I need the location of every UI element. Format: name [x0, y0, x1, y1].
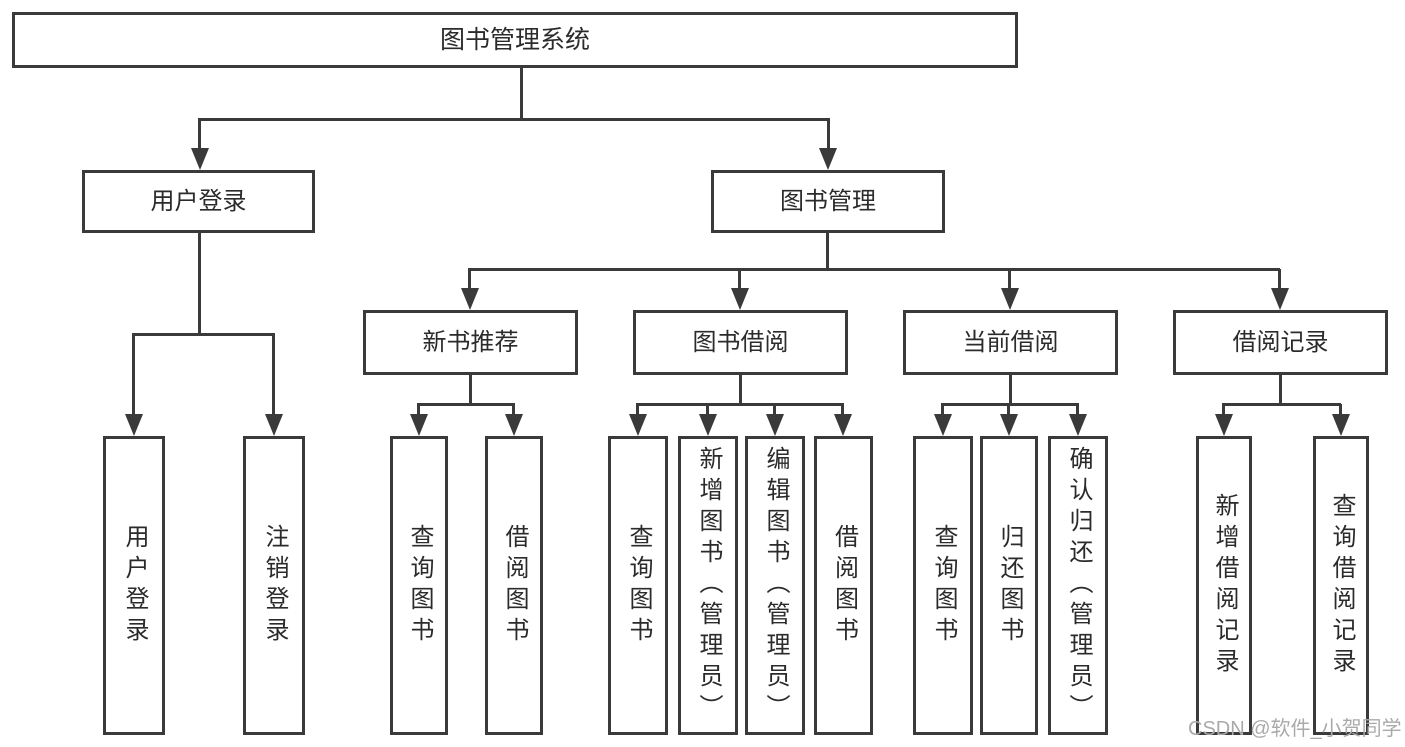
- arrow-down-icon: [1215, 414, 1233, 436]
- node-label: 当前借阅: [962, 328, 1059, 356]
- leaf-query-books-recommend: 查询图书: [390, 436, 448, 735]
- arrow-down-icon: [461, 288, 479, 310]
- arrow-down-icon: [1000, 414, 1018, 436]
- arrow-down-icon: [934, 414, 952, 436]
- connector-drop: [841, 404, 844, 416]
- leaf-logout: 注销登录: [243, 436, 305, 735]
- leaf-add-books-admin: 新增图书（管理员）: [678, 436, 738, 735]
- arrow-down-icon: [125, 414, 143, 436]
- node-label: 图书管理: [780, 187, 876, 215]
- connector-drop: [1222, 404, 1225, 416]
- node-book-management: 图书管理: [711, 170, 945, 233]
- node-label: 新书推荐: [422, 328, 519, 356]
- leaf-label: 借阅图书: [830, 523, 858, 648]
- leaf-label: 新增借阅记录: [1211, 492, 1238, 679]
- leaf-label: 查询借阅记录: [1328, 492, 1355, 679]
- connector-drop-book-borrow: [738, 269, 741, 290]
- connector-drop-book-management: [827, 119, 830, 150]
- node-label: 图书借阅: [692, 328, 789, 356]
- arrow-down-icon: [731, 288, 749, 310]
- connector-drop-login-leaf: [132, 334, 135, 416]
- arrow-down-icon: [819, 148, 837, 170]
- leaf-add-borrow-record: 新增借阅记录: [1196, 436, 1252, 735]
- leaf-label: 编辑图书（管理员）: [762, 446, 789, 725]
- connector-drop: [941, 404, 944, 416]
- arrow-down-icon: [834, 414, 852, 436]
- connector-book-management-stem: [826, 233, 829, 270]
- node-label: 借阅记录: [1232, 328, 1329, 356]
- node-book-borrowing: 图书借阅: [633, 310, 848, 375]
- connector-drop: [706, 404, 709, 416]
- connector-borrow-records-rail: [1222, 403, 1341, 406]
- connector-drop: [1339, 404, 1342, 416]
- leaf-label: 归还图书: [996, 523, 1023, 648]
- connector-root-rail: [198, 118, 830, 121]
- connector-user-login-stem: [198, 233, 201, 335]
- connector-user-login-rail: [132, 333, 275, 336]
- connector-drop-logout-leaf: [272, 334, 275, 416]
- leaf-query-books-current: 查询图书: [913, 436, 973, 735]
- connector-drop-borrow-records: [1278, 269, 1281, 290]
- leaf-label: 查询图书: [625, 523, 652, 648]
- leaf-label: 新增图书（管理员）: [695, 446, 722, 725]
- connector-current-borrow-rail: [941, 403, 1079, 406]
- connector-new-book-rail: [417, 403, 515, 406]
- connector-drop: [1076, 404, 1079, 416]
- connector-book-borrow-stem: [739, 375, 742, 405]
- connector-drop-current-borrow: [1008, 269, 1011, 290]
- arrow-down-icon: [191, 148, 209, 170]
- connector-drop: [773, 404, 776, 416]
- leaf-query-borrow-record: 查询借阅记录: [1313, 436, 1369, 735]
- leaf-label: 查询图书: [930, 523, 957, 648]
- leaf-label: 借阅图书: [501, 523, 528, 648]
- leaf-label: 注销登录: [261, 523, 288, 648]
- connector-drop: [1007, 404, 1010, 416]
- arrow-down-icon: [699, 414, 717, 436]
- connector-book-management-rail: [468, 268, 1280, 271]
- node-current-borrowing: 当前借阅: [903, 310, 1118, 375]
- connector-borrow-records-stem: [1279, 375, 1282, 405]
- leaf-edit-books-admin: 编辑图书（管理员）: [745, 436, 805, 735]
- arrow-down-icon: [1332, 414, 1350, 436]
- arrow-down-icon: [1001, 288, 1019, 310]
- arrow-down-icon: [1271, 288, 1289, 310]
- arrow-down-icon: [505, 414, 523, 436]
- leaf-label: 确认归还（管理员）: [1065, 446, 1092, 725]
- connector-new-book-stem: [469, 375, 472, 405]
- node-library-management-system: 图书管理系统: [12, 12, 1018, 68]
- connector-drop: [636, 404, 639, 416]
- node-label: 图书管理系统: [439, 25, 590, 54]
- leaf-user-login: 用户登录: [103, 436, 165, 735]
- leaf-label: 查询图书: [406, 523, 433, 648]
- arrow-down-icon: [1069, 414, 1087, 436]
- node-borrowing-records: 借阅记录: [1173, 310, 1388, 375]
- arrow-down-icon: [766, 414, 784, 436]
- connector-drop-new-book: [468, 269, 471, 290]
- arrow-down-icon: [410, 414, 428, 436]
- connector-book-borrow-rail: [636, 403, 844, 406]
- connector-current-borrow-stem: [1009, 375, 1012, 405]
- leaf-return-books: 归还图书: [980, 436, 1038, 735]
- node-label: 用户登录: [150, 187, 247, 215]
- csdn-watermark: CSDN @软件_小贺同学: [1188, 718, 1402, 740]
- leaf-borrow-books-recommend: 借阅图书: [485, 436, 543, 735]
- connector-drop-user-login: [198, 119, 201, 150]
- leaf-confirm-return-admin: 确认归还（管理员）: [1048, 436, 1108, 735]
- connector-root-stem: [520, 68, 523, 120]
- arrow-down-icon: [265, 414, 283, 436]
- connector-drop: [512, 404, 515, 416]
- node-new-book-recommend: 新书推荐: [363, 310, 578, 375]
- leaf-label: 用户登录: [121, 523, 148, 648]
- connector-drop: [417, 404, 420, 416]
- arrow-down-icon: [629, 414, 647, 436]
- leaf-query-books-borrowing: 查询图书: [608, 436, 668, 735]
- leaf-borrow-books: 借阅图书: [814, 436, 873, 735]
- node-user-login: 用户登录: [82, 170, 315, 233]
